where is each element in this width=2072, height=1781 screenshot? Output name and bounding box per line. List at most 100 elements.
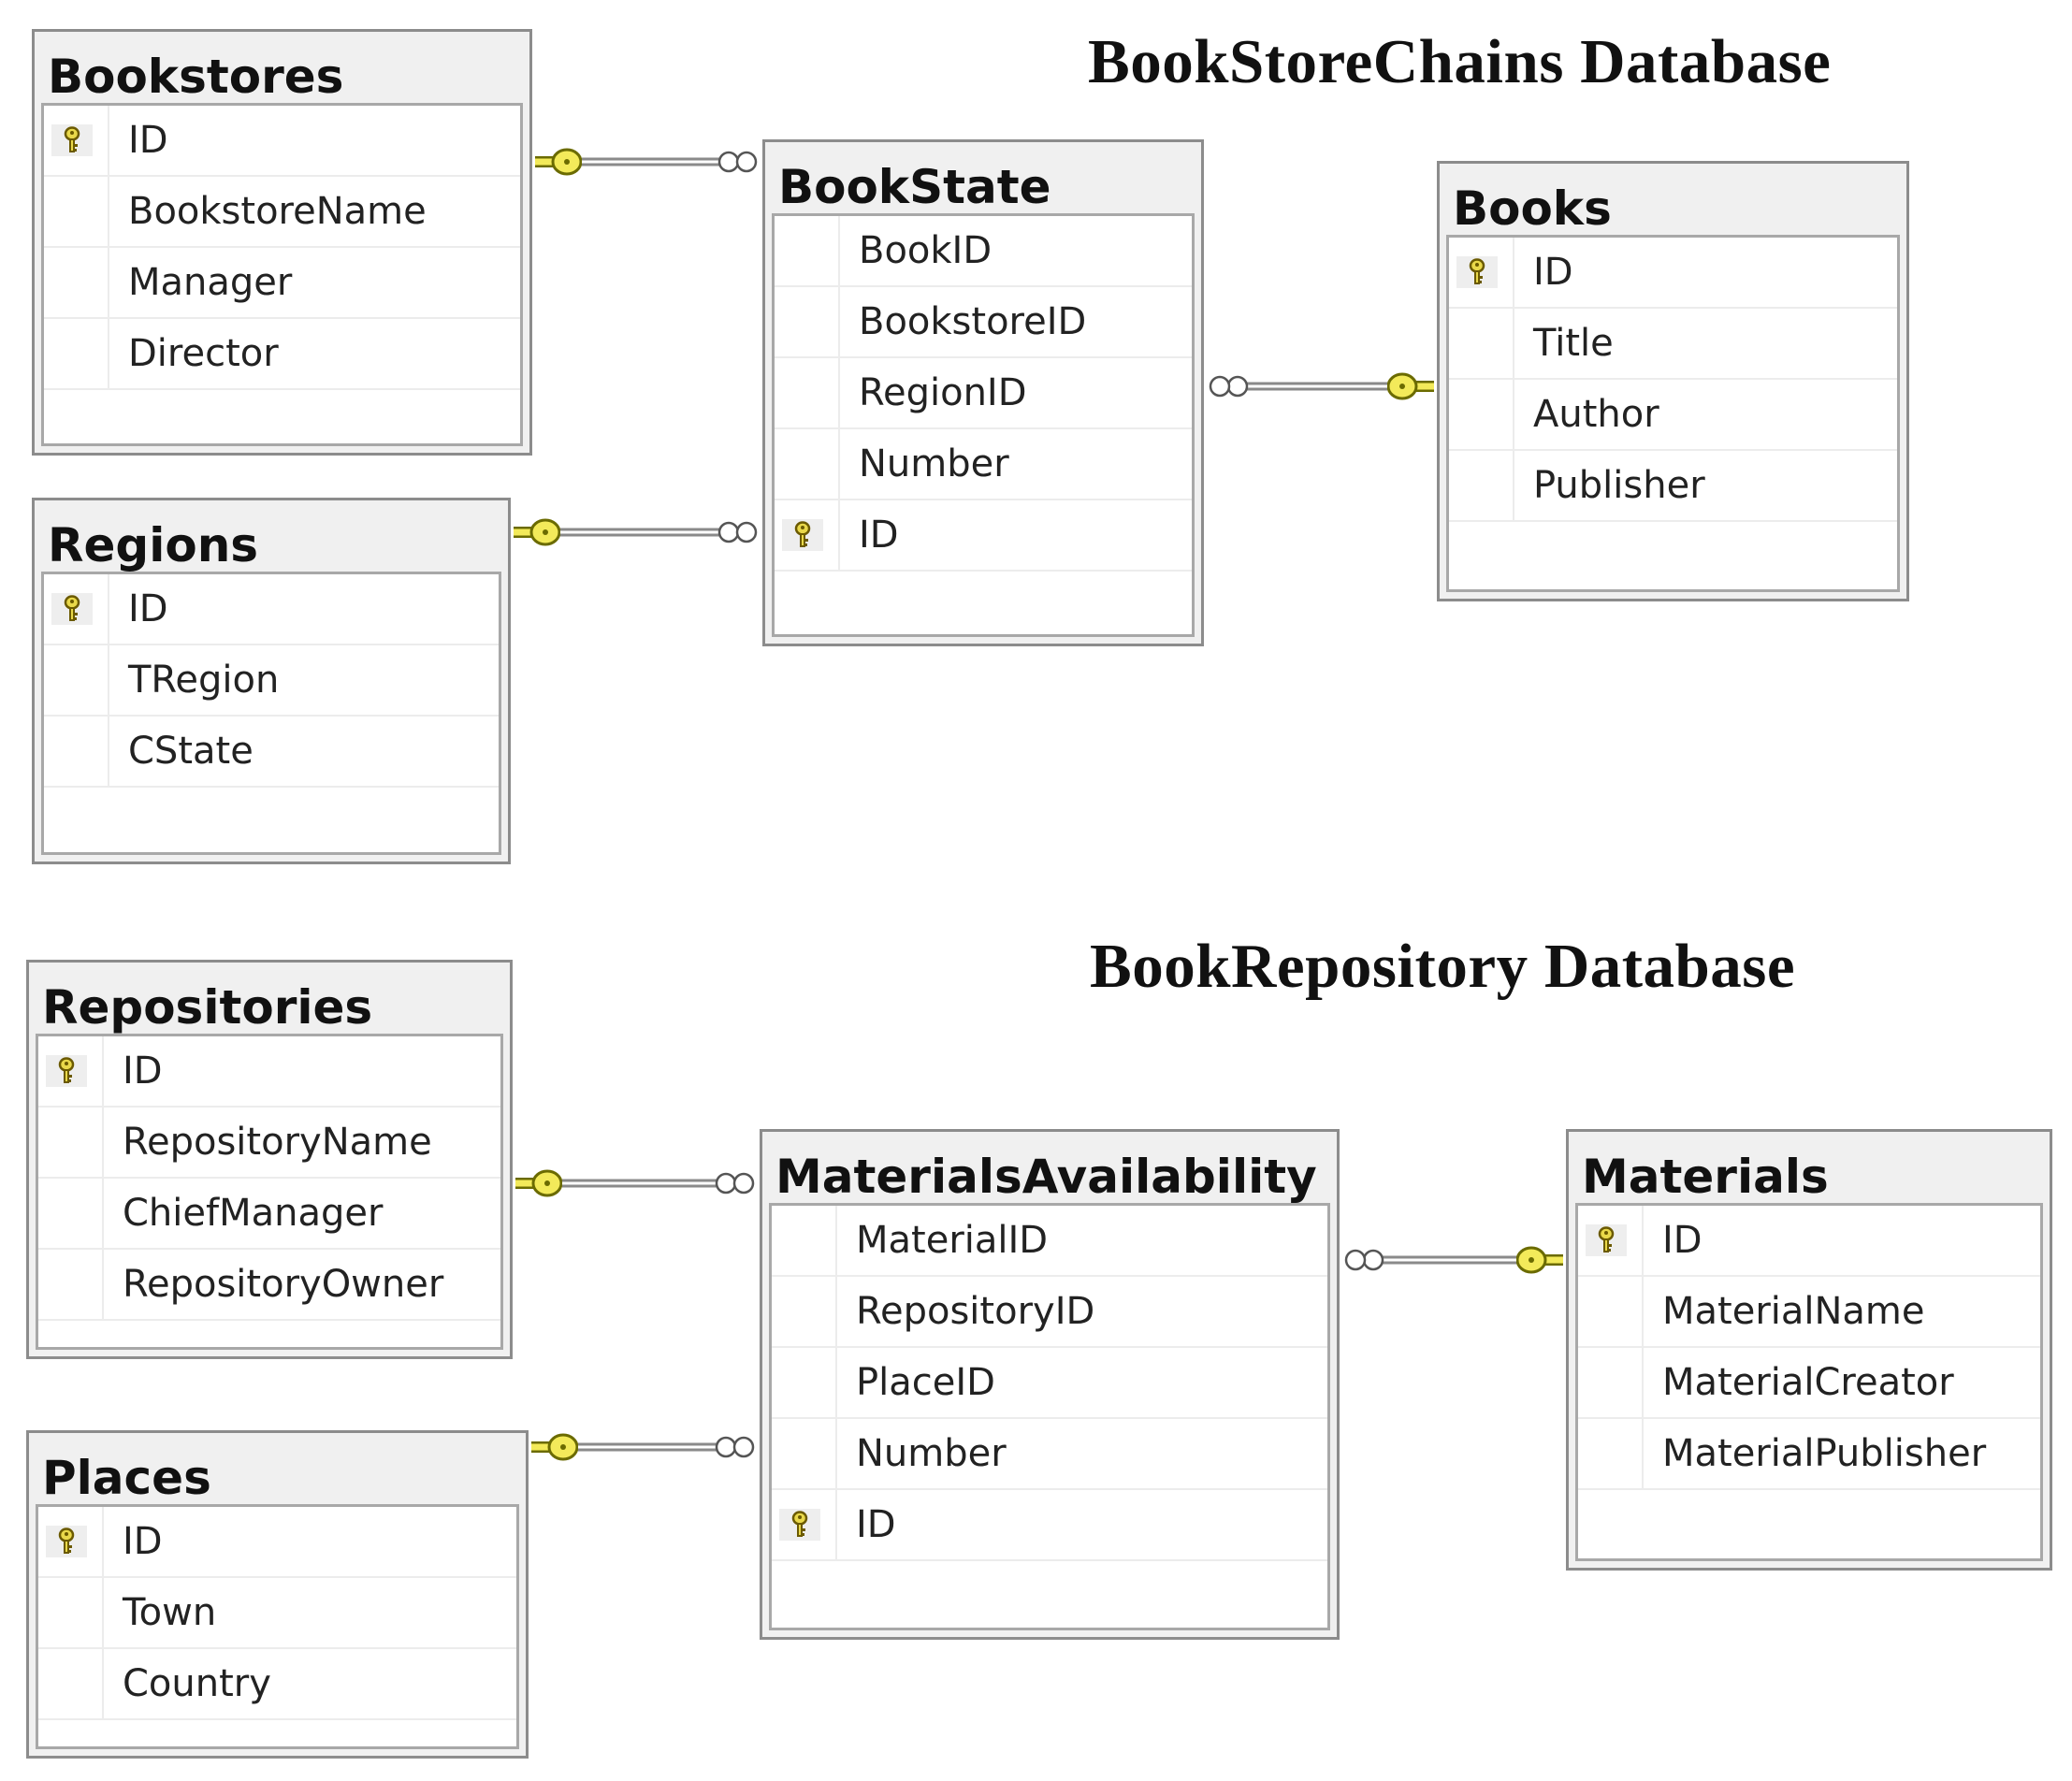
- column-name: BookstoreID: [859, 300, 1087, 343]
- column-row-town[interactable]: Town: [38, 1578, 516, 1649]
- key-cell: [38, 1036, 104, 1106]
- primary-key-icon: [779, 1509, 820, 1541]
- column-row-id[interactable]: ID: [44, 106, 520, 177]
- column-row-country[interactable]: Country: [38, 1649, 516, 1720]
- key-cell: [1449, 380, 1514, 449]
- column-name: CState: [128, 730, 254, 773]
- column-row-book-id[interactable]: BookID: [775, 216, 1192, 287]
- key-cell: [44, 248, 109, 317]
- column-row-tregion[interactable]: TRegion: [44, 645, 499, 717]
- column-row-repository-id[interactable]: RepositoryID: [772, 1277, 1327, 1348]
- column-row-material-creator[interactable]: MaterialCreator: [1578, 1348, 2040, 1419]
- primary-key-icon: [51, 124, 93, 156]
- column-name: Publisher: [1533, 464, 1705, 507]
- column-name: BookID: [859, 229, 993, 272]
- column-name: PlaceID: [856, 1361, 995, 1404]
- column-name: ID: [1662, 1219, 1703, 1262]
- key-cell: [44, 645, 109, 715]
- column-row-id[interactable]: ID: [44, 574, 499, 645]
- table-title: Repositories: [42, 980, 373, 1035]
- column-row-place-id[interactable]: PlaceID: [772, 1348, 1327, 1419]
- column-row-material-publisher[interactable]: MaterialPublisher: [1578, 1419, 2040, 1490]
- column-row-bookstore-id[interactable]: BookstoreID: [775, 287, 1192, 358]
- column-name: Manager: [128, 261, 293, 304]
- column-name: Number: [859, 442, 1009, 485]
- column-row-author[interactable]: Author: [1449, 380, 1897, 451]
- key-cell: [772, 1490, 837, 1559]
- column-name: RegionID: [859, 371, 1027, 414]
- key-cell: [44, 574, 109, 644]
- one-end-key-icon: [1386, 372, 1434, 400]
- key-cell: [38, 1179, 104, 1248]
- one-end-key-icon: [514, 518, 561, 546]
- column-row-chief-manager[interactable]: ChiefManager: [38, 1179, 500, 1250]
- key-cell: [775, 287, 840, 356]
- relationship-places-to-materials-availability[interactable]: [531, 1433, 755, 1461]
- table-title: Materials: [1582, 1150, 1829, 1204]
- key-cell: [1578, 1348, 1644, 1417]
- one-end-key-icon: [515, 1169, 563, 1197]
- column-row-id[interactable]: ID: [1578, 1206, 2040, 1277]
- many-end-infinity-icon: [1209, 375, 1249, 398]
- key-cell: [1449, 451, 1514, 520]
- table-title: Places: [42, 1451, 211, 1505]
- column-row-title[interactable]: Title: [1449, 309, 1897, 380]
- key-cell: [1578, 1206, 1644, 1275]
- column-row-repository-name[interactable]: RepositoryName: [38, 1108, 500, 1179]
- column-row-material-name[interactable]: MaterialName: [1578, 1277, 2040, 1348]
- column-row-id[interactable]: ID: [38, 1507, 516, 1578]
- relationship-books-to-bookstate[interactable]: [1209, 372, 1434, 400]
- primary-key-icon: [46, 1526, 87, 1557]
- column-name: ID: [128, 587, 168, 630]
- relationship-bookstores-to-bookstate[interactable]: [535, 148, 758, 176]
- column-row-id[interactable]: ID: [772, 1490, 1327, 1561]
- column-name: BookstoreName: [128, 190, 427, 233]
- primary-key-icon: [51, 593, 93, 625]
- column-row-manager[interactable]: Manager: [44, 248, 520, 319]
- column-row-publisher[interactable]: Publisher: [1449, 451, 1897, 522]
- column-row-cstate[interactable]: CState: [44, 717, 499, 788]
- table-title: BookState: [778, 160, 1051, 214]
- relationship-materials-to-materials-availability[interactable]: [1344, 1246, 1563, 1274]
- column-row-repository-owner[interactable]: RepositoryOwner: [38, 1250, 500, 1321]
- key-cell: [772, 1348, 837, 1417]
- column-row-id[interactable]: ID: [38, 1036, 500, 1108]
- key-cell: [38, 1578, 104, 1647]
- column-name: ID: [859, 514, 899, 557]
- column-row-id[interactable]: ID: [1449, 238, 1897, 309]
- column-row-region-id[interactable]: RegionID: [775, 358, 1192, 429]
- key-cell: [38, 1108, 104, 1177]
- column-row-number[interactable]: Number: [775, 429, 1192, 500]
- many-end-infinity-icon: [717, 521, 758, 543]
- column-name: Author: [1533, 393, 1659, 436]
- relationship-regions-to-bookstate[interactable]: [514, 518, 758, 546]
- column-row-material-id[interactable]: MaterialID: [772, 1206, 1327, 1277]
- column-name: ID: [856, 1503, 896, 1546]
- primary-key-icon: [782, 519, 823, 551]
- column-row-number[interactable]: Number: [772, 1419, 1327, 1490]
- key-cell: [44, 319, 109, 388]
- column-row-bookstore-name[interactable]: BookstoreName: [44, 177, 520, 248]
- key-cell: [1449, 238, 1514, 307]
- table-title: MaterialsAvailability: [775, 1150, 1317, 1204]
- column-row-id[interactable]: ID: [775, 500, 1192, 572]
- bookrepository-database-title: BookRepository Database: [1090, 932, 1796, 1001]
- column-name: ID: [128, 119, 168, 162]
- column-name: ID: [123, 1050, 163, 1093]
- column-row-director[interactable]: Director: [44, 319, 520, 390]
- column-name: RepositoryOwner: [123, 1263, 444, 1306]
- relationship-repositories-to-materials-availability[interactable]: [515, 1169, 755, 1197]
